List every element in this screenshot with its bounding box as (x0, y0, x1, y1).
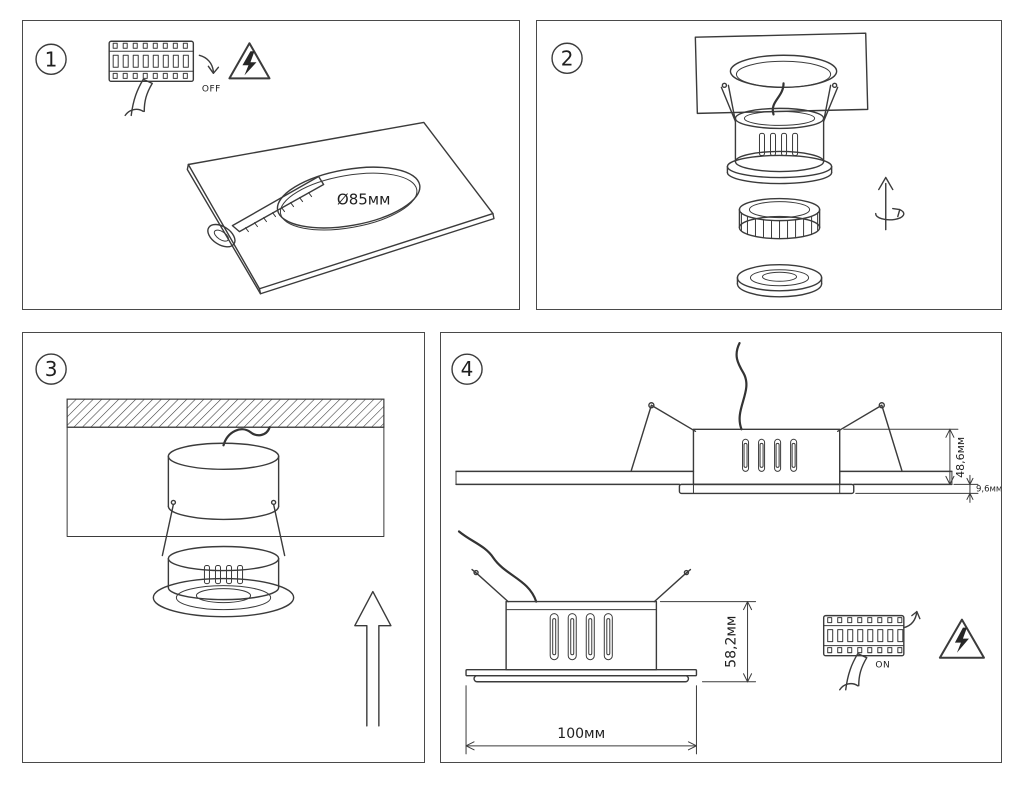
ceiling-board-drawing (694, 32, 869, 115)
rotate-arrow-icon (875, 207, 905, 221)
step-number-badge: 2 (551, 42, 583, 75)
trim-width-label: 100мм (557, 726, 605, 742)
step-number: 2 (561, 46, 574, 70)
lamp-drawing (738, 197, 821, 240)
power-on-label: ON (875, 661, 890, 671)
fixture-body-drawing (720, 82, 839, 185)
fixture-rear-housing-drawing (167, 426, 280, 521)
fixture-side-view-drawing (457, 530, 698, 683)
dimension-recess-height: 48,6мм (843, 428, 979, 494)
spring-clips-drawing (161, 499, 286, 557)
step-number-badge: 1 (35, 43, 67, 76)
switch-off-arrow-icon (198, 54, 220, 75)
step-2-illustration: 2 (551, 32, 905, 298)
circuit-breaker-icon: OFF (108, 40, 221, 117)
push-up-arrow-icon (878, 176, 894, 231)
step-number: 1 (45, 47, 58, 71)
dimension-total-height: 58,2мм (659, 601, 757, 683)
trim-ring-drawing (736, 264, 823, 298)
step-number: 3 (45, 357, 58, 381)
step-4-panel: 4 (440, 332, 1002, 763)
fixture-body-drawing (152, 545, 295, 618)
recess-height-label: 48,6мм (954, 437, 967, 478)
step-3-illustration: 3 (35, 353, 392, 727)
hole-saw-icon (207, 175, 325, 248)
electric-hazard-icon (938, 618, 985, 659)
power-off-label: OFF (202, 84, 221, 94)
hole-diameter-label: Ø85мм (337, 191, 391, 209)
total-height-label: 58,2мм (724, 615, 740, 667)
step-2-panel: 2 (536, 20, 1002, 310)
ceiling-section-drawing (66, 398, 385, 537)
installed-fixture-drawing (455, 342, 953, 495)
switch-on-arrow-icon (903, 610, 921, 629)
step-1-illustration: 1 (35, 40, 495, 295)
step-number-badge: 3 (35, 353, 67, 385)
circuit-breaker-icon: ON (822, 610, 921, 691)
hand-icon (839, 652, 868, 691)
dimension-trim-width: 100мм (465, 685, 697, 755)
step-3-panel: 3 (22, 332, 425, 763)
electric-hazard-icon (228, 42, 271, 80)
step-4-illustration: 4 (451, 342, 1001, 755)
trim-height-label: 9,6мм (976, 484, 1001, 494)
step-1-panel: 1 (22, 20, 520, 310)
step-number-badge: 4 (451, 353, 483, 385)
step-number: 4 (461, 357, 474, 381)
dimension-trim-height: 9,6мм (966, 474, 1001, 503)
hand-icon (124, 78, 153, 117)
supply-wire (771, 82, 785, 116)
push-up-arrow-icon (354, 590, 392, 727)
